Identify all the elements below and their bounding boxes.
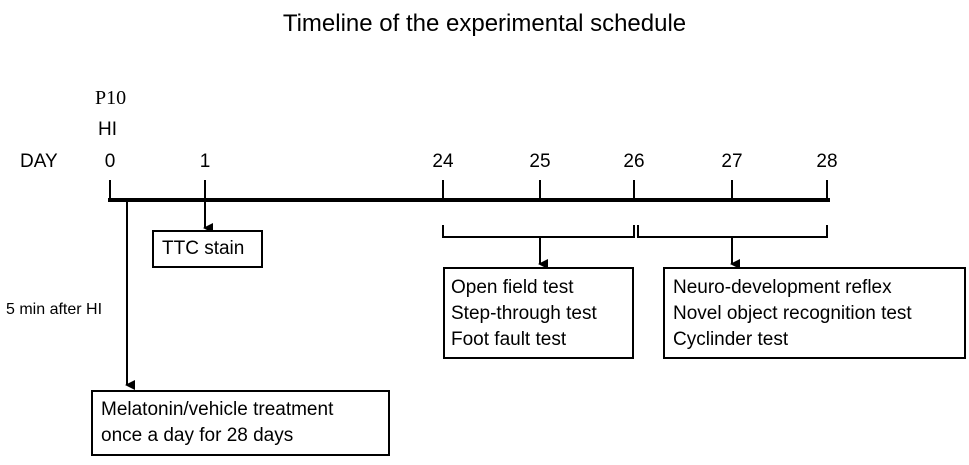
- day-25-label: 25: [529, 151, 551, 172]
- diagram-title: Timeline of the experimental schedule: [282, 10, 687, 37]
- day-26-label: 26: [623, 151, 645, 172]
- step-through-test-label: Step-through test: [451, 303, 597, 324]
- age-label: P10: [95, 87, 127, 109]
- day-1-label: 1: [199, 151, 211, 172]
- behavior-tests-box-b: Neuro-development reflex Novel object re…: [663, 267, 966, 359]
- timeline-ticks: [109, 180, 828, 200]
- day-0-label: 0: [104, 151, 116, 172]
- treatment-box: Melatonin/vehicle treatment once a day f…: [91, 390, 390, 456]
- day-27-label: 27: [721, 151, 743, 172]
- cyclinder-test-label: Cyclinder test: [673, 329, 789, 350]
- ttc-stain-label: TTC stain: [162, 238, 245, 259]
- treatment-line-1: Melatonin/vehicle treatment: [101, 399, 334, 420]
- ttc-stain-box: TTC stain: [152, 230, 263, 268]
- open-field-test-label: Open field test: [451, 277, 574, 298]
- bracket-days-24-26: [442, 225, 635, 238]
- bracket-days-26-28: [637, 225, 828, 238]
- injury-label: HI: [98, 119, 117, 140]
- day-28-label: 28: [816, 151, 838, 172]
- foot-fault-test-label: Foot fault test: [451, 329, 567, 350]
- novel-object-recognition-test-label: Novel object recognition test: [673, 303, 912, 324]
- day-label: DAY: [20, 151, 58, 172]
- delay-note: 5 min after HI: [6, 301, 103, 318]
- treatment-line-2: once a day for 28 days: [101, 425, 294, 446]
- behavior-tests-box-a: Open field test Step-through test Foot f…: [443, 267, 634, 359]
- neuro-development-reflex-label: Neuro-development reflex: [673, 277, 892, 298]
- day-24-label: 24: [432, 151, 454, 172]
